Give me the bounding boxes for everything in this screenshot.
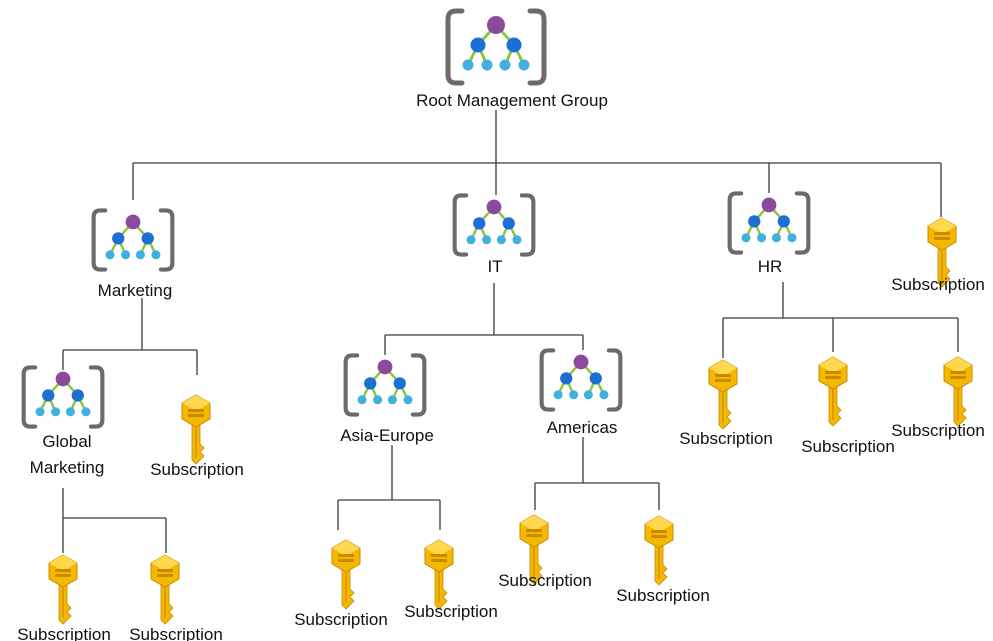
management-group-icon — [455, 195, 534, 254]
subscription-label: Subscription — [294, 610, 388, 629]
management-group-icon — [346, 355, 425, 414]
it-group-label: IT — [487, 257, 502, 276]
management-group-icon — [542, 350, 621, 409]
subscription-label: Subscription — [498, 571, 592, 590]
node-labels: Root Management Group Marketing IT HR Su… — [17, 91, 985, 641]
hr-group-label: HR — [758, 257, 783, 276]
root-group-label: Root Management Group — [416, 91, 608, 110]
americas-group-label: Americas — [547, 418, 618, 437]
subscription-key-icon — [943, 356, 973, 427]
management-group-icon — [94, 210, 173, 269]
subscription-label: Subscription — [150, 460, 244, 479]
subscription-key-icon — [48, 554, 78, 625]
subscription-label: Subscription — [891, 275, 985, 294]
subscription-key-icon — [150, 554, 180, 625]
subscription-label: Subscription — [129, 625, 223, 641]
management-group-icon — [24, 367, 103, 426]
subscription-label: Subscription — [17, 625, 111, 641]
marketing-group-label: Marketing — [98, 281, 173, 300]
connectors — [62, 110, 959, 553]
global-marketing-label-line1: Global — [42, 432, 91, 451]
management-group-icon — [448, 11, 544, 83]
subscription-label: Subscription — [616, 586, 710, 605]
subscription-key-icon — [708, 359, 738, 430]
subscription-label: Subscription — [801, 437, 895, 456]
asia-europe-group-label: Asia-Europe — [340, 426, 434, 445]
subscription-label: Subscription — [891, 421, 985, 440]
subscription-label: Subscription — [404, 602, 498, 621]
global-marketing-label-line2: Marketing — [30, 458, 105, 477]
subscription-key-icon — [424, 539, 454, 610]
subscription-key-icon — [818, 356, 848, 427]
subscription-key-icon — [644, 515, 674, 586]
subscription-key-icon — [181, 394, 211, 465]
management-group-icon — [730, 193, 809, 252]
subscription-label: Subscription — [679, 429, 773, 448]
subscription-key-icon — [331, 539, 361, 610]
